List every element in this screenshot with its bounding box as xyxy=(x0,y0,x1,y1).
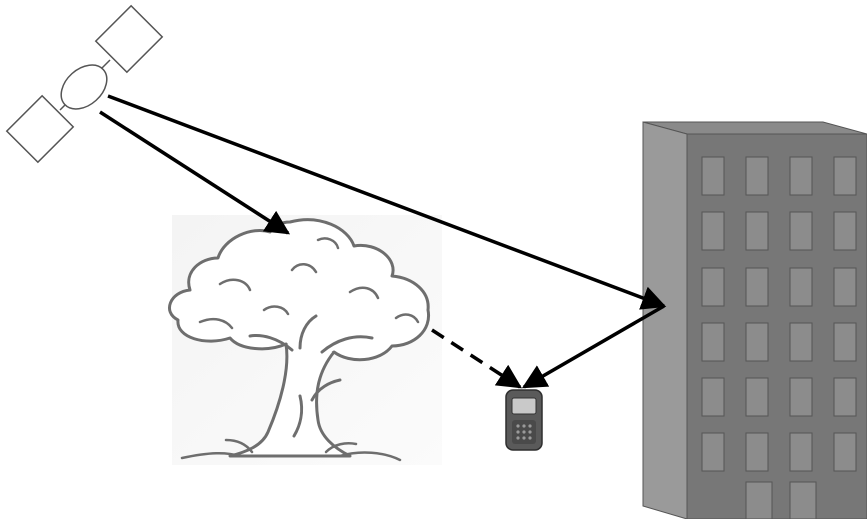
receiver-keypad xyxy=(512,420,536,444)
building-window xyxy=(790,268,812,306)
building-icon xyxy=(643,122,867,519)
building-window xyxy=(790,433,812,471)
building-window xyxy=(702,157,724,195)
building-window xyxy=(702,378,724,416)
gps-receiver-icon xyxy=(506,390,542,450)
receiver-screen xyxy=(512,398,536,414)
tree-icon xyxy=(169,215,442,465)
building-window xyxy=(746,157,768,195)
building-window xyxy=(746,323,768,361)
satellite-panel-top xyxy=(96,6,162,72)
building-window xyxy=(702,323,724,361)
building-window xyxy=(834,268,856,306)
building-window xyxy=(790,212,812,250)
building-window xyxy=(790,378,812,416)
building-window xyxy=(702,212,724,250)
path-tree-to-receiver-dashed xyxy=(432,330,520,387)
building-window xyxy=(834,378,856,416)
building-window xyxy=(746,268,768,306)
building-window xyxy=(702,268,724,306)
building-window xyxy=(834,212,856,250)
building-side xyxy=(643,122,687,519)
building-window xyxy=(702,433,724,471)
building-window xyxy=(746,378,768,416)
building-window xyxy=(834,433,856,471)
building-window xyxy=(746,212,768,250)
building-window xyxy=(790,323,812,361)
building-window xyxy=(834,157,856,195)
building-window xyxy=(746,433,768,471)
building-window xyxy=(834,323,856,361)
building-window xyxy=(790,157,812,195)
